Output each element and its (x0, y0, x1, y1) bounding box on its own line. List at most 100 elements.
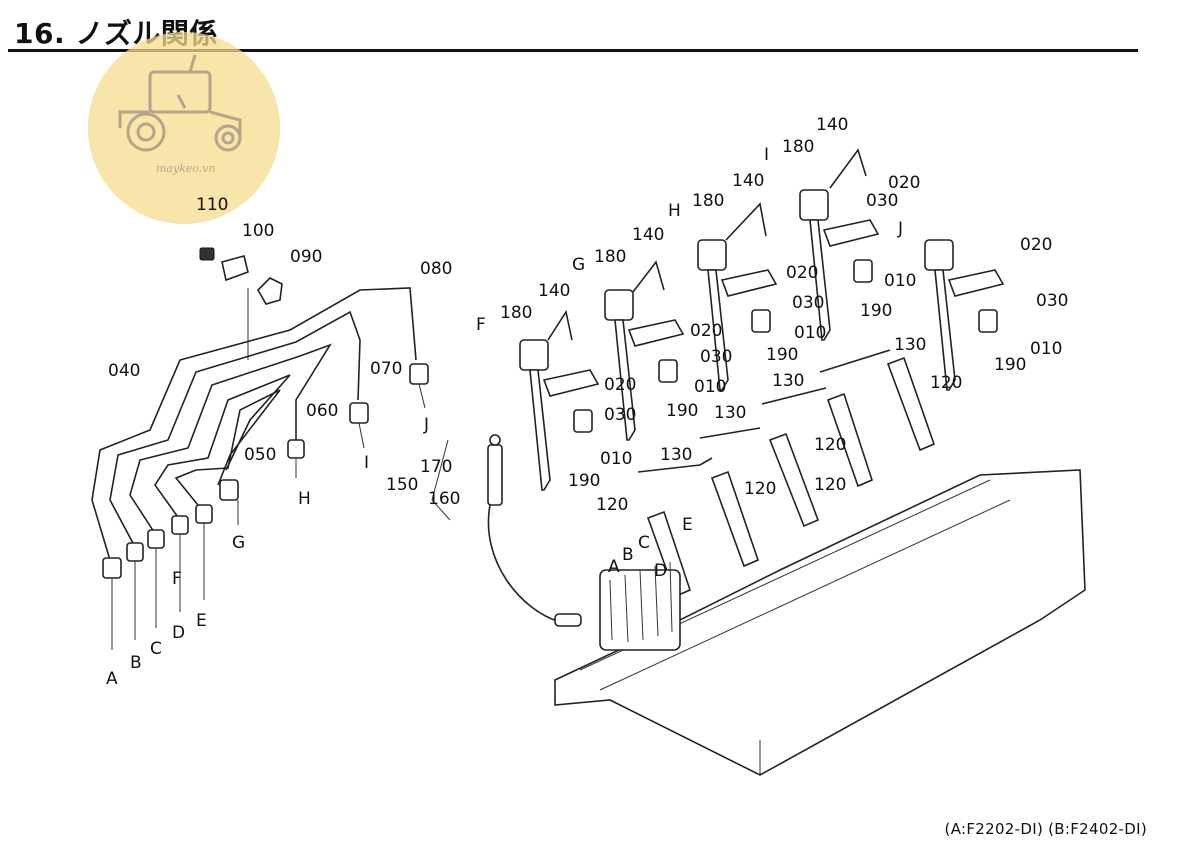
label-030-5: 030 (1036, 291, 1068, 311)
nut-g (219, 479, 239, 501)
clamp-090 (257, 277, 283, 305)
glow-plugs-and-leads (637, 349, 936, 598)
letter-b-pump: B (622, 545, 634, 565)
label-010-3: 010 (794, 323, 826, 343)
label-010-5: 010 (1030, 339, 1062, 359)
label-120-3: 120 (814, 475, 846, 495)
nozzle-holders (519, 148, 1005, 491)
label-090: 090 (290, 247, 322, 267)
label-140-1: 140 (538, 281, 570, 301)
nozzle-holder-3 (697, 239, 778, 391)
letter-a-pump: A (608, 557, 620, 577)
label-140-4: 140 (816, 115, 848, 135)
nut-j (409, 363, 429, 385)
watermark-circle (88, 32, 280, 224)
label-110: 110 (196, 195, 228, 215)
label-190-4: 190 (860, 301, 892, 321)
label-030-4: 030 (866, 191, 898, 211)
letter-i-pipe: I (364, 453, 369, 473)
label-120-4: 120 (744, 479, 776, 499)
letter-d-pipe: D (172, 623, 185, 643)
nozzle-holder-4 (799, 189, 880, 341)
letter-f-nozzle: F (476, 315, 486, 335)
label-120-5: 120 (596, 495, 628, 515)
letter-e-pipe: E (196, 611, 207, 631)
letter-i-nozzle: I (764, 145, 769, 165)
letter-j-nozzle: J (897, 219, 903, 239)
letter-e-pump: E (682, 515, 693, 535)
label-170: 170 (420, 457, 452, 477)
seal-170 (489, 434, 501, 446)
label-020-3: 020 (786, 263, 818, 283)
label-130-2: 130 (772, 371, 804, 391)
nut-b (126, 542, 144, 562)
label-070: 070 (370, 359, 402, 379)
nozzle-holder-2 (604, 289, 685, 441)
label-160: 160 (428, 489, 460, 509)
plate-100 (221, 255, 249, 282)
tractor-icon (118, 54, 242, 152)
label-010-4: 010 (884, 271, 916, 291)
bolt-110 (199, 247, 215, 261)
watermark: maykeo.vn (88, 32, 280, 224)
label-010-1: 010 (600, 449, 632, 469)
label-100: 100 (242, 221, 274, 241)
label-190-2: 190 (666, 401, 698, 421)
nut-e (195, 504, 213, 524)
label-080: 080 (420, 259, 452, 279)
hose-160 (487, 444, 503, 506)
letter-g-nozzle: G (572, 255, 585, 275)
letter-h-pipe: H (298, 489, 311, 509)
glow-plug-5 (886, 356, 936, 452)
letter-b-pipe: B (130, 653, 142, 673)
label-130-3: 130 (714, 403, 746, 423)
part-labels: 110 100 090 080 070 060 050 040 170 150 … (108, 115, 1068, 515)
watermark-text: maykeo.vn (156, 162, 216, 175)
clamp-bolt-group (199, 247, 283, 360)
connection-letters: A B C D E F G H I J F G H I J A B C D E (106, 145, 903, 689)
nozzle-holder-5 (924, 239, 1005, 391)
nut-h (287, 439, 305, 459)
label-120-1: 120 (930, 373, 962, 393)
label-180-2: 180 (594, 247, 626, 267)
label-140-2: 140 (632, 225, 664, 245)
label-190-5: 190 (994, 355, 1026, 375)
leak-off-line (431, 434, 582, 627)
label-190-3: 190 (766, 345, 798, 365)
label-020-1: 020 (604, 375, 636, 395)
letter-c-pipe: C (150, 639, 162, 659)
label-030-1: 030 (604, 405, 636, 425)
label-130-1: 130 (894, 335, 926, 355)
nozzle-holder-1 (519, 339, 600, 491)
label-140-3: 140 (732, 171, 764, 191)
injection-pipes (91, 287, 429, 650)
letter-j-pipe: J (423, 415, 429, 435)
glow-plug-2 (710, 470, 759, 568)
letter-h-nozzle: H (668, 201, 681, 221)
label-030-2: 030 (700, 347, 732, 367)
label-130-4: 130 (660, 445, 692, 465)
letter-c-pump: C (638, 533, 650, 553)
glow-plug-3 (768, 432, 820, 528)
label-050: 050 (244, 445, 276, 465)
letter-g-pipe: G (232, 533, 245, 553)
nut-a (102, 557, 122, 579)
nut-i (349, 402, 369, 424)
label-190-1: 190 (568, 471, 600, 491)
cylinder-head (554, 469, 1086, 776)
nut-c (147, 529, 165, 549)
label-180-4: 180 (782, 137, 814, 157)
model-note: (A:F2202-DI) (B:F2402-DI) (944, 820, 1147, 838)
label-150: 150 (386, 475, 418, 495)
label-120-2: 120 (814, 435, 846, 455)
letter-f-pipe: F (172, 569, 182, 589)
label-020-2: 020 (690, 321, 722, 341)
label-020-4: 020 (888, 173, 920, 193)
label-060: 060 (306, 401, 338, 421)
glow-plug-4 (826, 392, 873, 488)
label-040: 040 (108, 361, 140, 381)
label-180-3: 180 (692, 191, 724, 211)
letter-a-pipe: A (106, 669, 118, 689)
title-rule (8, 49, 1138, 52)
